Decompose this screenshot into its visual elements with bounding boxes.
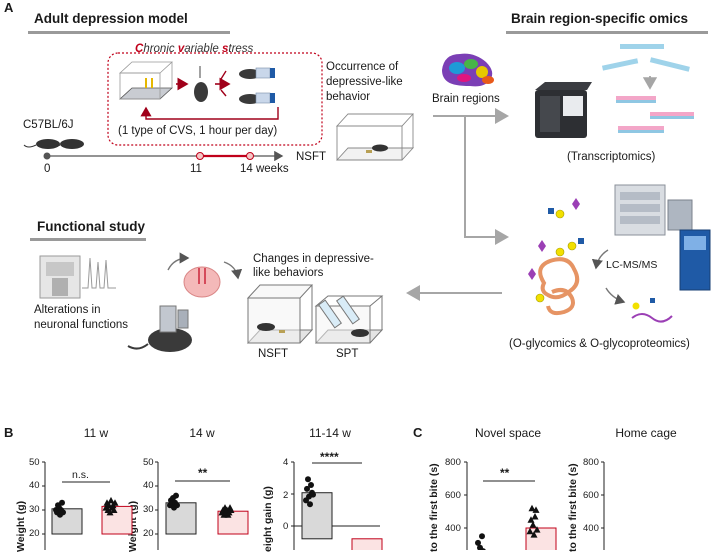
mass-spec-illustration — [615, 185, 710, 290]
spt-box — [316, 296, 382, 343]
point-1-0-6 — [173, 493, 179, 499]
brain-regions-illustration — [442, 54, 494, 87]
cvs-cage-illustration — [120, 62, 172, 99]
timeline-dot-14 — [247, 153, 254, 160]
axis-novel — [464, 462, 467, 550]
dna-strands — [602, 44, 694, 133]
arrow-to-glyco — [465, 116, 507, 237]
axis-14w — [155, 462, 158, 550]
cvs-arrow-branch-up — [221, 71, 226, 79]
mouse-c57-2 — [60, 139, 84, 149]
point-3-1-5 — [532, 513, 539, 520]
axis-11w — [42, 462, 45, 550]
brain-slice-illustration — [168, 258, 238, 297]
electrophysiology-rig — [40, 256, 116, 298]
nsft-box-bottom — [248, 285, 312, 343]
mouse-c57-1 — [36, 139, 60, 149]
point-2-0-7 — [310, 492, 316, 498]
sequencer-illustration — [535, 82, 592, 138]
cvs-arrow-branch-down — [221, 90, 226, 96]
mouse-hanging — [194, 82, 208, 102]
timeline-dot-0 — [44, 153, 51, 160]
restrained-mice — [239, 68, 275, 104]
bar-2-1 — [352, 539, 382, 550]
mouse-with-implant — [128, 306, 192, 352]
point-2-0-5 — [308, 482, 314, 488]
point-2-0-2 — [305, 476, 311, 482]
cvs-return-arrow — [146, 107, 278, 119]
timeline-dot-11 — [197, 153, 204, 160]
point-2-0-4 — [307, 501, 313, 507]
point-0-0-6 — [59, 500, 65, 506]
axis-home — [601, 462, 604, 550]
nsft-arena-top — [337, 114, 413, 160]
point-1-0-7 — [174, 502, 180, 508]
point-0-0-7 — [60, 509, 66, 515]
point-3-0-4 — [479, 533, 485, 539]
